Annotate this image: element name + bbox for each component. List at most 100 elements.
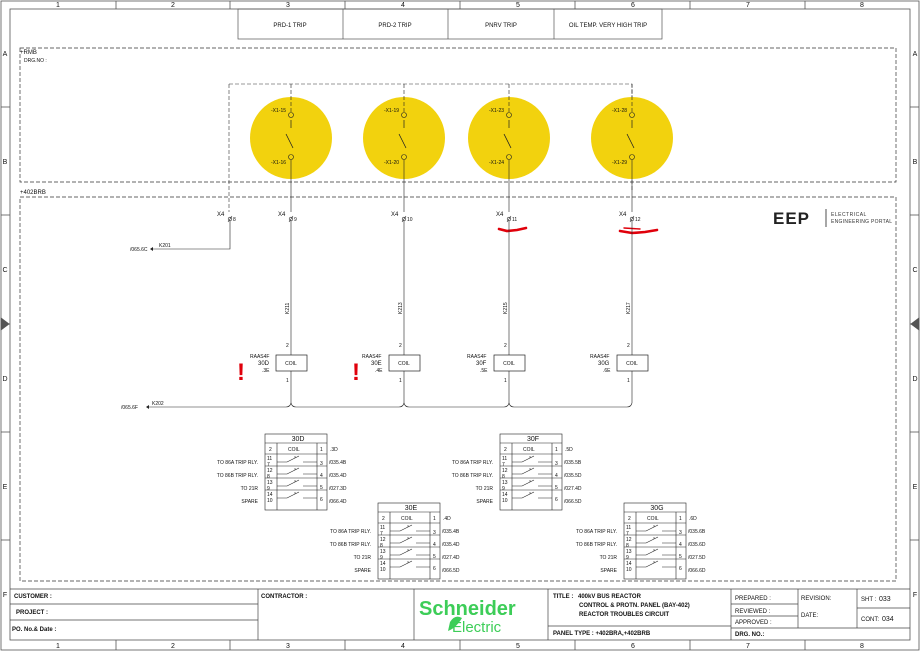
table-row-ref: /027.4D: [564, 486, 582, 492]
pin: 8: [267, 474, 270, 480]
pin: 4: [555, 473, 558, 479]
bus-reference: /065.6C: [130, 247, 148, 253]
coil-pin: 2: [399, 343, 402, 349]
row-label: E: [3, 484, 8, 491]
pin: 6: [320, 497, 323, 503]
cont-label: CONT:: [861, 617, 879, 623]
row-label: A: [913, 51, 918, 58]
terminal-number: 12: [635, 217, 641, 223]
table-row-ref: /035.5D: [564, 473, 582, 479]
relay-type: RAAS4F: [250, 354, 269, 360]
table-row-ref: /035.4B: [329, 460, 347, 466]
panel-type: PANEL TYPE : +402BRA,+402BRB: [553, 631, 651, 637]
relay-type: RAAS4F: [590, 354, 609, 360]
row-label: A: [3, 51, 8, 58]
highlight-circle: [468, 97, 550, 179]
pin: 13: [626, 549, 632, 555]
column-labels: 1 2 3 4 5 6 7 8 1 2 3 4 5 6 7 8: [56, 2, 864, 650]
pin: 10: [502, 498, 508, 504]
table-coil-label: COIL: [288, 447, 300, 453]
table-row-label: TO 86A TRIP RLY.: [330, 529, 371, 535]
contact-table-30g: 30G 2 COIL 1 .6D TO 86A TRIP RLY. 11 7 3…: [576, 502, 706, 580]
pin: 5: [555, 485, 558, 491]
customer-label: CUSTOMER :: [14, 594, 52, 600]
table-row-label: TO 21R: [476, 486, 494, 492]
col-label: 5: [516, 2, 520, 9]
red-exclamation-markup: ! !: [237, 359, 360, 386]
pin: 12: [502, 468, 508, 474]
table-row-ref: /035.6D: [688, 542, 706, 548]
title-line-2: CONTROL & PROTN. PANEL (BAY-402): [579, 603, 690, 609]
coil-pin: 1: [399, 378, 402, 384]
cont-number: 034: [882, 616, 894, 623]
relay-coil-30d: COIL 2 1 RAAS4F 30D .3E: [250, 343, 308, 384]
pin: 14: [267, 492, 273, 498]
pin: 4: [679, 542, 682, 548]
pin: 6: [679, 566, 682, 572]
revision-label: REVISION:: [801, 596, 832, 602]
highlight-circle: [250, 97, 332, 179]
contact-2: -X1-19 -X1-20: [363, 84, 445, 212]
table-row-label: TO 86A TRIP RLY.: [452, 460, 493, 466]
header-tag: PNRV TRIP: [485, 23, 517, 29]
col-label: 1: [56, 2, 60, 9]
pin: 10: [626, 567, 632, 573]
col-label: 6: [631, 2, 635, 9]
coil-pin: 1: [286, 378, 289, 384]
pin: 12: [380, 537, 386, 543]
po-label: PO. No.& Date :: [12, 627, 56, 633]
table-row-label: TO 21R: [241, 486, 259, 492]
col-label: 5: [516, 643, 520, 650]
pin: 3: [555, 461, 558, 467]
pin: 13: [502, 480, 508, 486]
k201-bus: /065.6C K201: [130, 221, 231, 253]
table-row-ref: /027.4D: [442, 555, 460, 561]
pin: 11: [502, 456, 507, 462]
table-row-ref: /027.5D: [688, 555, 706, 561]
contractor-label: CONTRACTOR :: [261, 594, 307, 600]
table-row-label: TO 21R: [600, 555, 618, 561]
table-coil-ref: .3D: [330, 447, 338, 453]
x4-terminal-12: X4 12: [619, 212, 641, 223]
terminal-strip-label: X4: [278, 212, 286, 218]
table-row-label: TO 21R: [354, 555, 372, 561]
table-row-label: TO 86B TRIP RLY.: [217, 473, 258, 479]
row-label: D: [912, 376, 917, 383]
sheet-number: 033: [879, 596, 891, 603]
pin: 3: [433, 530, 436, 536]
pin: 4: [320, 473, 323, 479]
pin: 12: [626, 537, 632, 543]
col-label: 2: [171, 643, 175, 650]
drg-no-label: DRG. NO.:: [735, 632, 764, 638]
pin: 9: [502, 486, 505, 492]
title-line-1: 400kV BUS REACTOR: [578, 594, 642, 600]
terminal-strip-label: X4: [496, 212, 504, 218]
x4-terminal-10: X4 10: [391, 212, 413, 223]
terminal-number: 8: [233, 217, 236, 223]
table-tag: 30G: [650, 505, 663, 512]
relay-ref: .3E: [262, 368, 270, 374]
col-label: 8: [860, 2, 864, 9]
table-row-ref: /035.4D: [442, 542, 460, 548]
prepared-label: PREPARED :: [735, 596, 771, 602]
pin: 5: [433, 554, 436, 560]
relay-coil-30e: COIL 2 1 RAAS4F 30E .4E: [362, 343, 421, 384]
pin: 8: [380, 543, 383, 549]
reviewed-label: REVIEWED :: [735, 609, 771, 615]
table-coil-label: COIL: [401, 516, 413, 522]
table-tag: 30E: [405, 505, 418, 512]
pin: 10: [267, 498, 273, 504]
col-label: 4: [401, 2, 405, 9]
table-row-label: SPARE: [600, 568, 617, 574]
x4-terminal-8: X4 8: [217, 212, 236, 223]
contact-terminal-label: -X1-16: [271, 160, 286, 166]
contact-table-30e: 30E 2 COIL 1 .4D TO 86A TRIP RLY. 11 7 3…: [330, 502, 460, 580]
table-coil-pin: 2: [628, 516, 631, 522]
row-label: F: [3, 592, 7, 599]
table-coil-pin: 1: [320, 447, 323, 453]
pin: 4: [433, 542, 436, 548]
table-coil-pin: 2: [504, 447, 507, 453]
col-label: 2: [171, 2, 175, 9]
title-line-3: REACTOR TROUBLES CIRCUIT: [579, 612, 670, 618]
